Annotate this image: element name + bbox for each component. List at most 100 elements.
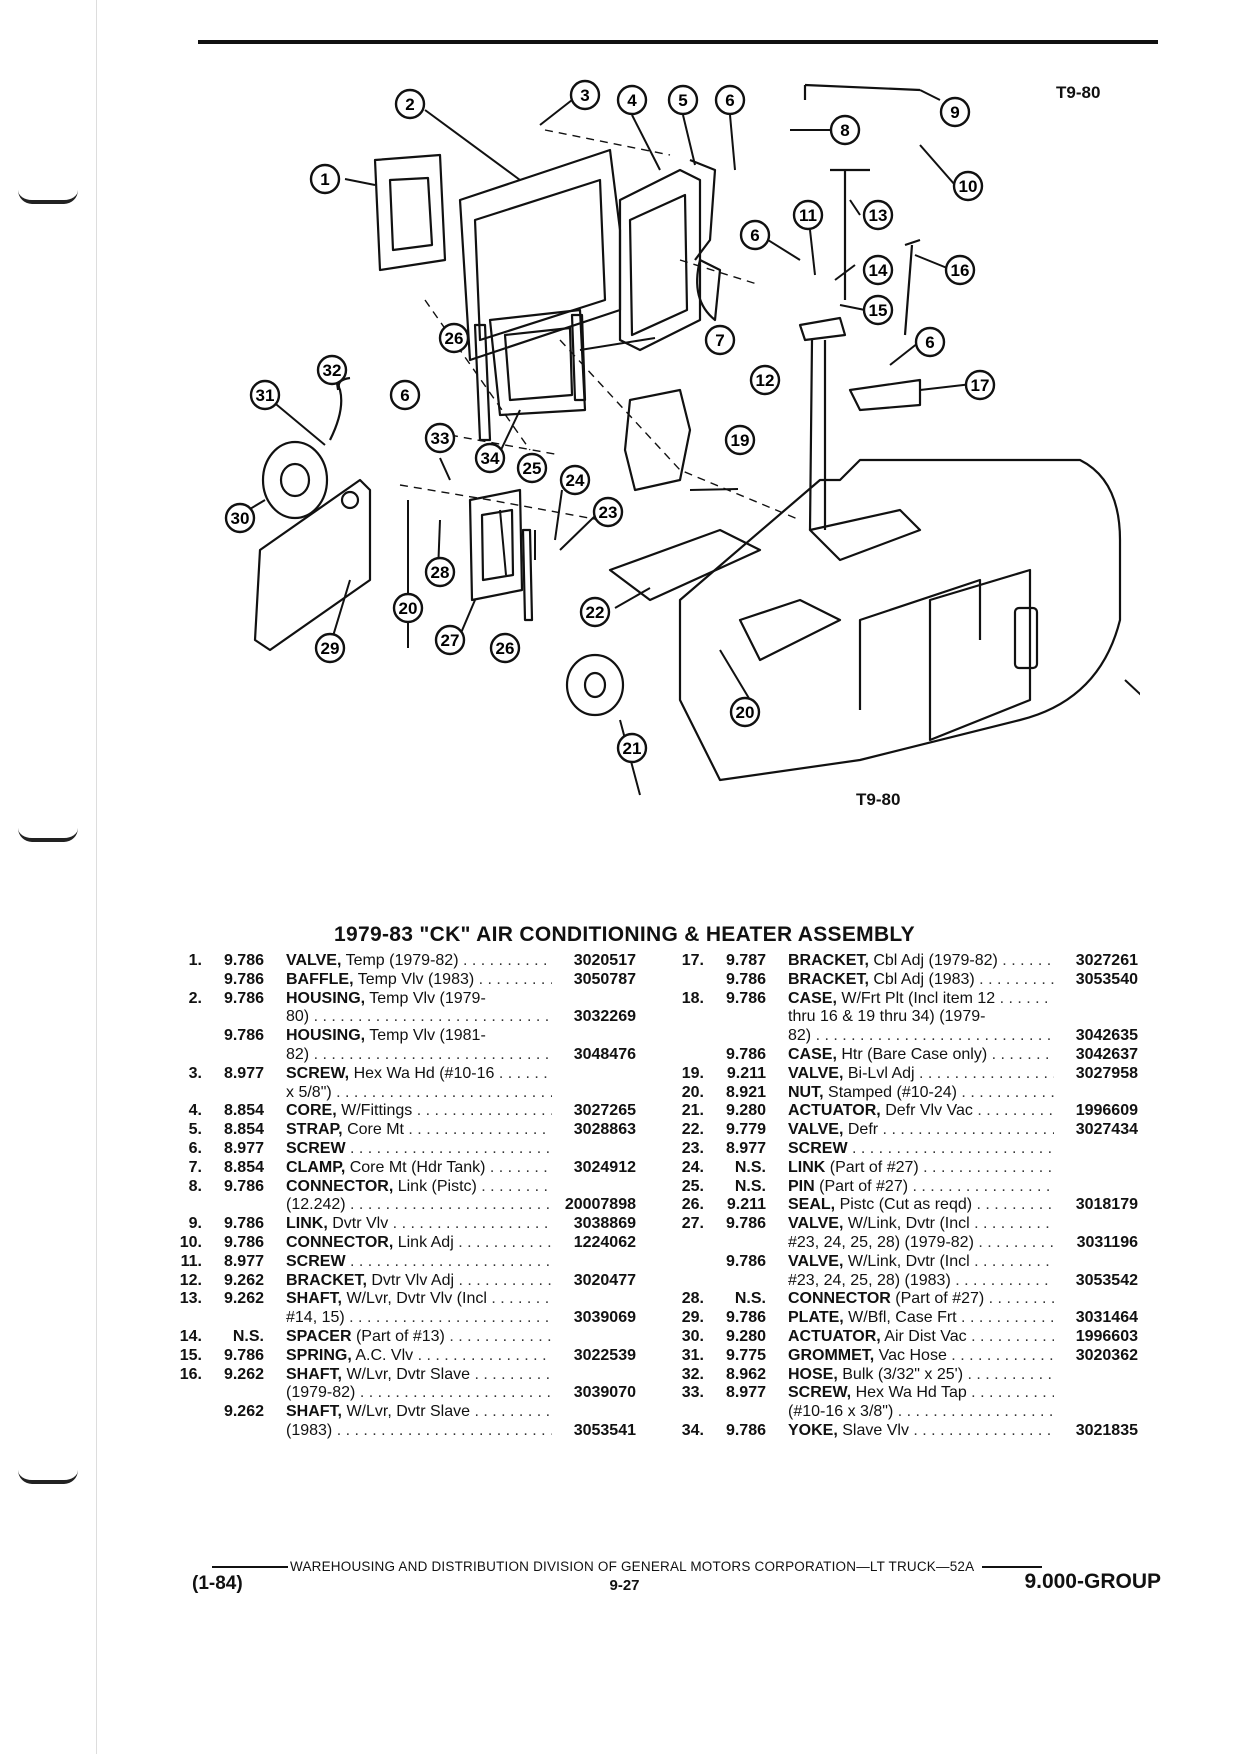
group-number: 9.779 [725, 1121, 766, 1139]
leader-dots: . . . . . . . . . . . . . . . . . . . . … [974, 1252, 1054, 1270]
item-name: CONNECTOR, [286, 1177, 394, 1195]
item-number [150, 1403, 202, 1422]
group-number: 9.786 [725, 1045, 766, 1063]
callout-number: 31 [256, 386, 275, 405]
group-number [202, 1422, 264, 1441]
part-number: 3021835 [1075, 1421, 1138, 1439]
item-number: 28. [681, 1290, 704, 1308]
item-description: VALVE, Defr . . . . . . . . . . . . . . … [788, 1121, 1054, 1140]
leader-dots: . . . . . . . . . . . . . . . . . . . . … [912, 1177, 1055, 1195]
item-detail: Temp (1979-82) [345, 952, 459, 969]
callout-number: 11 [799, 206, 817, 225]
group-number: 9.211 [726, 1196, 766, 1214]
item-number: 12. [179, 1271, 202, 1289]
leader-dots: . . . . . . . . . . . . . . . . . . . . … [961, 1083, 1054, 1101]
item-description: CONNECTOR, Link Adj . . . . . . . . . . … [286, 1234, 552, 1253]
leader-dots: . . . . . . . . . . . . . . . . . . . . … [336, 1083, 552, 1101]
part-number: 3028863 [573, 1121, 636, 1139]
item-description: SHAFT, W/Lvr, Dvtr Vlv (Incl . . . . . .… [286, 1290, 552, 1309]
callout-14: 14 [862, 254, 894, 286]
item-detail: Htr (Bare Case only) [841, 1045, 988, 1063]
callout-6: 6 [389, 379, 421, 411]
part-number [552, 1290, 636, 1309]
item-description: (12.242) . . . . . . . . . . . . . . . .… [286, 1196, 552, 1215]
group-number [202, 1008, 264, 1027]
group-number: 9.280 [725, 1102, 766, 1120]
callout-9: 9 [939, 96, 971, 128]
item-detail: (Part of #27) [895, 1290, 985, 1308]
item-description: SCREW . . . . . . . . . . . . . . . . . … [286, 1140, 552, 1159]
leader-dots: . . . . . . . . . . . . . . . . . . . . … [474, 1403, 552, 1421]
parts-list-row: 14.N.S.SPACER (Part of #13) . . . . . . … [150, 1328, 636, 1347]
item-number [150, 1384, 202, 1403]
item-name: BRACKET, [788, 952, 869, 969]
item-description: CLAMP, Core Mt (Hdr Tank) . . . . . . . … [286, 1159, 552, 1178]
part-number: 3027434 [1075, 1121, 1138, 1139]
leader-dots: . . . . . . . . . . . . . . . . . . . . … [349, 1309, 552, 1327]
leader-dots: . . . . . . . . . . . . . . . . . . . . … [961, 1309, 1054, 1327]
item-name: SHAFT, [286, 1290, 342, 1308]
item-detail: Defr Vlv Vac [885, 1102, 973, 1120]
item-detail: Core Mt [347, 1121, 404, 1139]
item-number: 4. [188, 1102, 202, 1120]
item-number: 17. [681, 952, 704, 969]
part-number: 3053542 [1075, 1271, 1138, 1289]
leader-dots: . . . . . . . . . . . . . . . . . . . . … [988, 1290, 1054, 1308]
item-number [652, 971, 704, 990]
item-detail: Vac Hose [878, 1346, 947, 1364]
callout-10: 10 [952, 170, 984, 202]
callout-21: 21 [616, 732, 648, 764]
item-number: 30. [681, 1327, 704, 1345]
item-detail: W/Fittings [341, 1102, 413, 1120]
parts-list-row: #23, 24, 25, 28) (1983) . . . . . . . . … [652, 1272, 1138, 1291]
group-number: 9.786 [223, 1346, 264, 1364]
group-number [202, 1384, 264, 1403]
leader-dots: . . . . . . . . . . . . . . . . . . . . … [478, 970, 552, 988]
item-name: BAFFLE, [286, 970, 354, 988]
parts-list-row: 80) . . . . . . . . . . . . . . . . . . … [150, 1008, 636, 1027]
part-number [1054, 1384, 1138, 1403]
callout-2: 2 [394, 88, 426, 120]
footer-division-line: WAREHOUSING AND DISTRIBUTION DIVISION OF… [212, 1559, 1043, 1574]
item-name: SCREW [286, 1252, 346, 1270]
callout-number: 8 [840, 121, 849, 140]
leader-dots: . . . . . . . . . . . . . . . . . . . . … [458, 1271, 552, 1289]
item-description: SHAFT, W/Lvr, Dvtr Slave . . . . . . . .… [286, 1366, 552, 1385]
item-description: SCREW, Hex Wa Hd (#10-16 . . . . . . . .… [286, 1065, 552, 1084]
item-detail: Hex Wa Hd Tap [855, 1384, 967, 1402]
item-number [150, 1422, 202, 1441]
group-number: 9.787 [725, 952, 766, 969]
item-description: BRACKET, Dvtr Vlv Adj . . . . . . . . . … [286, 1272, 552, 1291]
group-number: 9.262 [223, 1290, 264, 1308]
item-description: NUT, Stamped (#10-24) . . . . . . . . . … [788, 1084, 1054, 1103]
group-number: 8.977 [725, 1139, 766, 1157]
leader-dots: . . . . . . . . . . . . . . . . . . . . … [1002, 952, 1054, 969]
group-number: 8.977 [223, 1252, 264, 1270]
item-description: CORE, W/Fittings . . . . . . . . . . . .… [286, 1102, 552, 1121]
binder-hole-mark [18, 1470, 78, 1484]
callout-labels: 1234567891011121314151617181920212223242… [224, 79, 996, 764]
item-detail: 82) [788, 1027, 812, 1045]
part-number [1054, 1403, 1138, 1422]
item-number: 16. [179, 1365, 202, 1383]
callout-number: 34 [481, 449, 500, 468]
callout-15: 15 [862, 294, 894, 326]
item-description: SCREW . . . . . . . . . . . . . . . . . … [286, 1253, 552, 1272]
callout-30: 30 [224, 502, 256, 534]
item-description: 82) . . . . . . . . . . . . . . . . . . … [286, 1046, 552, 1065]
part-number: 3039070 [573, 1384, 636, 1402]
callout-number: 26 [496, 639, 515, 658]
item-number: 25. [681, 1177, 704, 1195]
item-name: BRACKET, [286, 1271, 367, 1289]
item-detail: Defr [847, 1121, 879, 1139]
leader-dots: . . . . . . . . . . . . . . . . . . . . … [923, 1158, 1054, 1176]
part-number: 3031464 [1075, 1309, 1138, 1327]
item-detail: #23, 24, 25, 28) (1983) [788, 1271, 951, 1289]
group-number [202, 1046, 264, 1065]
item-name: ACTUATOR, [788, 1327, 881, 1345]
